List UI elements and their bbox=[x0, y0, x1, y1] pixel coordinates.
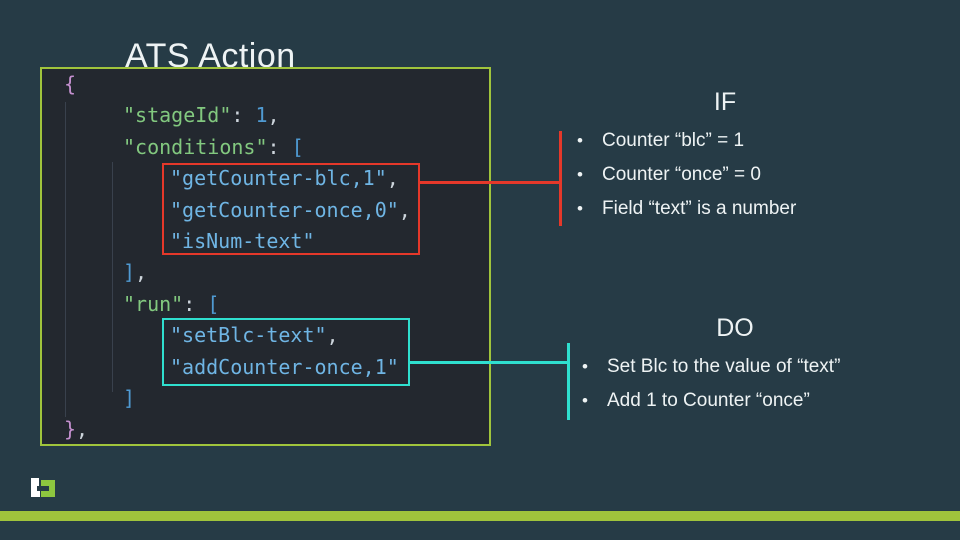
brand-logo-icon bbox=[31, 478, 55, 497]
indent-guide bbox=[112, 162, 113, 392]
if-connector-bracket bbox=[559, 131, 562, 226]
code-line: "getCounter-blc,1", bbox=[170, 166, 399, 191]
bullet-text: Counter “blc” = 1 bbox=[602, 130, 745, 151]
bullet-icon: • bbox=[582, 391, 588, 410]
code-line: { bbox=[64, 72, 77, 96]
code-line: ] bbox=[123, 386, 136, 411]
if-annotation: IF • Counter “blc” = 1 • Counter “once” = 0… bbox=[565, 88, 885, 226]
bottom-accent-bar bbox=[0, 511, 960, 521]
code-line: "isNum-text" bbox=[170, 229, 315, 254]
if-bullets: • Counter “blc” = 1 • Counter “once” = 0 • Fi… bbox=[565, 124, 885, 226]
code-line: "getCounter-once,0", bbox=[170, 197, 411, 222]
bullet-item: • Set Blc to the value of “text” bbox=[570, 350, 900, 384]
bullet-text: Set Blc to the value of “text” bbox=[607, 356, 841, 377]
code-line: "setBlc-text", bbox=[170, 323, 339, 348]
code-block: { "stageId": 1, "conditions": [ "getCounter… bbox=[40, 67, 491, 446]
bullet-text: Counter “once” = 0 bbox=[602, 164, 761, 185]
code-line: "stageId": 1, bbox=[123, 103, 280, 128]
bullet-icon: • bbox=[577, 165, 583, 184]
code-line: }, bbox=[64, 417, 89, 442]
bullet-item: • Field “text” is a number bbox=[565, 192, 885, 226]
bullet-icon: • bbox=[577, 199, 583, 218]
do-heading: DO bbox=[716, 314, 754, 342]
bullet-item: • Counter “once” = 0 bbox=[565, 158, 885, 192]
code-lines: { "stageId": 1, "conditions": [ "getCounter… bbox=[42, 69, 489, 446]
do-connector-bracket bbox=[567, 343, 570, 420]
bullet-text: Field “text” is a number bbox=[602, 198, 797, 219]
code-line: "run": [ bbox=[123, 291, 220, 316]
code-line: "conditions": [ bbox=[123, 134, 304, 159]
code-line: ], bbox=[123, 260, 148, 285]
if-connector-line bbox=[420, 181, 560, 184]
bullet-item: • Counter “blc” = 1 bbox=[565, 124, 885, 158]
indent-guide bbox=[65, 102, 66, 417]
conditions-highlight-box bbox=[162, 163, 420, 255]
bullet-icon: • bbox=[577, 131, 583, 150]
do-connector-line bbox=[410, 361, 569, 364]
bullet-icon: • bbox=[582, 357, 588, 376]
run-highlight-box bbox=[162, 318, 410, 386]
code-line: "addCounter-once,1" bbox=[170, 354, 399, 379]
bullet-text: Add 1 to Counter “once” bbox=[607, 390, 810, 411]
do-annotation: DO • Set Blc to the value of “text” • Add 1… bbox=[570, 314, 900, 418]
do-bullets: • Set Blc to the value of “text” • Add 1 to… bbox=[570, 350, 900, 418]
bullet-item: • Add 1 to Counter “once” bbox=[570, 384, 900, 418]
if-heading: IF bbox=[713, 88, 737, 116]
